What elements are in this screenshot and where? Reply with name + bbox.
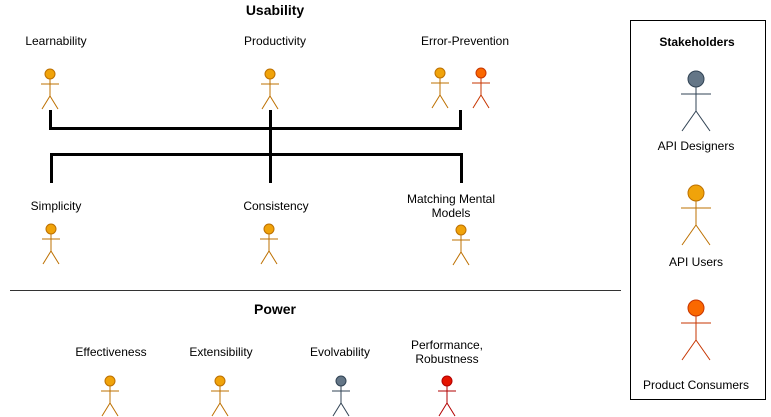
bottom-bracket-left-leg: [50, 153, 53, 183]
api-designer-actor-icon: [681, 70, 711, 132]
evolvability-designer-actor-icon: [332, 375, 350, 417]
bracket-center-stem: [269, 110, 272, 183]
performance-robustness-consumer-actor-icon: [438, 375, 456, 417]
productivity-label: Productivity: [243, 34, 307, 48]
product-consumer-actor-icon: [681, 299, 711, 361]
performance-robustness-label: Performance, Robustness: [410, 338, 484, 366]
simplicity-user-actor-icon: [42, 223, 60, 265]
legend-title: Stakeholders: [659, 35, 735, 49]
learnability-user-actor-icon: [41, 68, 59, 110]
evolvability-label: Evolvability: [309, 345, 371, 359]
api-user-actor-icon: [681, 184, 711, 246]
bottom-bracket-right-leg: [460, 153, 463, 183]
section-divider: [10, 290, 621, 291]
power-title: Power: [253, 301, 297, 317]
api-users-label: API Users: [668, 255, 724, 269]
effectiveness-user-actor-icon: [101, 375, 119, 417]
learnability-label: Learnability: [25, 34, 87, 48]
top-bracket-left-leg: [49, 110, 52, 130]
error-prevention-user-actor-icon: [431, 67, 449, 109]
error-prevention-consumer-actor-icon: [472, 67, 490, 109]
productivity-user-actor-icon: [261, 68, 279, 110]
top-bracket-bar: [49, 127, 462, 130]
consistency-user-actor-icon: [260, 223, 278, 265]
simplicity-label: Simplicity: [30, 199, 82, 213]
product-consumers-label: Product Consumers: [642, 378, 750, 392]
error-prevention-label: Error-Prevention: [420, 34, 510, 48]
stakeholders-legend: [630, 20, 766, 400]
api-designers-label: API Designers: [657, 139, 735, 153]
extensibility-label: Extensibility: [189, 345, 253, 359]
matching-mental-models-label: Matching Mental Models: [406, 192, 496, 220]
extensibility-user-actor-icon: [211, 375, 229, 417]
usability-title: Usability: [245, 2, 305, 18]
consistency-label: Consistency: [243, 199, 309, 213]
matching-mental-models-user-actor-icon: [452, 224, 470, 266]
bottom-bracket-bar: [50, 153, 463, 156]
effectiveness-label: Effectiveness: [75, 345, 147, 359]
top-bracket-right-leg: [459, 110, 462, 130]
